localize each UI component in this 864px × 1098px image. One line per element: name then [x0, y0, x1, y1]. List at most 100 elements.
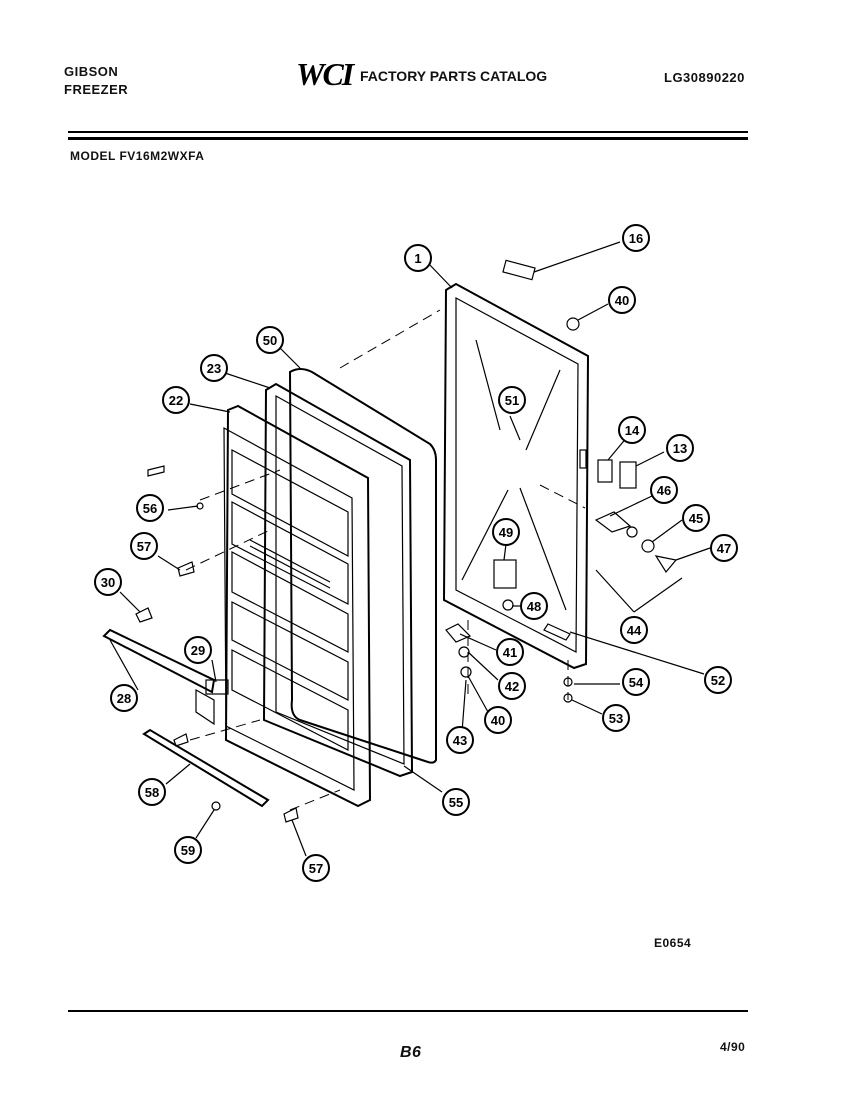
- catalog-number: LG30890220: [664, 70, 745, 85]
- callout-29: 29: [184, 636, 212, 664]
- callout-circle: [200, 354, 228, 382]
- callout-28: 28: [110, 684, 138, 712]
- callout-41: 41: [496, 638, 524, 666]
- callout-label: 40: [491, 713, 505, 728]
- header-rule-top: [68, 131, 748, 133]
- callout-circle: [620, 616, 648, 644]
- callout-circle: [492, 518, 520, 546]
- callout-label: 40: [615, 293, 629, 308]
- callout-49: 49: [492, 518, 520, 546]
- door-inner-panel: [223, 404, 372, 808]
- callout-13: 13: [666, 434, 694, 462]
- callout-circle: [446, 726, 474, 754]
- leader-lines: [109, 241, 711, 857]
- callout-14: 14: [618, 416, 646, 444]
- header-rule-bottom: [68, 137, 748, 140]
- callout-circle: [110, 684, 138, 712]
- callout-circle: [442, 788, 470, 816]
- callout-58: 58: [138, 778, 166, 806]
- callout-circle: [608, 286, 636, 314]
- callout-circle: [602, 704, 630, 732]
- callout-circle: [520, 592, 548, 620]
- callout-label: 50: [263, 333, 277, 348]
- assembly-lines: [185, 309, 586, 811]
- callout-circle: [94, 568, 122, 596]
- callout-circle: [498, 386, 526, 414]
- callout-circle: [622, 224, 650, 252]
- callout-23: 23: [200, 354, 228, 382]
- callout-label: 16: [629, 231, 643, 246]
- callout-circle: [256, 326, 284, 354]
- callout-16: 16: [622, 224, 650, 252]
- callout-circle: [302, 854, 330, 882]
- model-number: MODEL FV16M2WXFA: [70, 149, 205, 163]
- callout-54: 54: [622, 668, 650, 696]
- brand-name: GIBSON: [64, 64, 119, 79]
- callout-48: 48: [520, 592, 548, 620]
- callout-circle: [618, 416, 646, 444]
- callout-1: 1: [404, 244, 432, 272]
- callout-label: 55: [449, 795, 463, 810]
- callout-circle: [138, 778, 166, 806]
- callout-label: 29: [191, 643, 205, 658]
- callout-label: 53: [609, 711, 623, 726]
- callout-44: 44: [620, 616, 648, 644]
- callout-circle: [682, 504, 710, 532]
- callout-40: 40: [484, 706, 512, 734]
- callout-51: 51: [498, 386, 526, 414]
- door-liner: [288, 368, 437, 764]
- callout-40: 40: [608, 286, 636, 314]
- callout-label: 14: [625, 423, 640, 438]
- callout-circle: [710, 534, 738, 562]
- callout-circle: [498, 672, 526, 700]
- callout-circle: [174, 836, 202, 864]
- callout-55: 55: [442, 788, 470, 816]
- callout-50: 50: [256, 326, 284, 354]
- callout-label: 57: [137, 539, 151, 554]
- callout-label: 57: [309, 861, 323, 876]
- callout-circle: [650, 476, 678, 504]
- callout-47: 47: [710, 534, 738, 562]
- callout-label: 58: [145, 785, 159, 800]
- callout-circle: [162, 386, 190, 414]
- hardware-parts: [102, 259, 678, 823]
- product-type: FREEZER: [64, 82, 129, 97]
- callout-52: 52: [704, 666, 732, 694]
- callout-43: 43: [446, 726, 474, 754]
- callout-circle: [622, 668, 650, 696]
- callout-circle: [484, 706, 512, 734]
- door-gasket: [262, 382, 414, 778]
- catalog-title: FACTORY PARTS CATALOG: [360, 68, 548, 84]
- page-number: B6: [400, 1044, 422, 1061]
- callout-label: 49: [499, 525, 513, 540]
- callout-57: 57: [302, 854, 330, 882]
- callout-label: 41: [503, 645, 517, 660]
- callout-45: 45: [682, 504, 710, 532]
- callout-label: 43: [453, 733, 467, 748]
- callout-label: 44: [627, 623, 642, 638]
- callout-57: 57: [130, 532, 158, 560]
- callout-22: 22: [162, 386, 190, 414]
- callout-label: 56: [143, 501, 157, 516]
- callout-label: 51: [505, 393, 519, 408]
- callout-53: 53: [602, 704, 630, 732]
- callout-label: 28: [117, 691, 131, 706]
- callout-59: 59: [174, 836, 202, 864]
- callout-label: 23: [207, 361, 221, 376]
- callout-label: 1: [414, 251, 421, 266]
- callout-30: 30: [94, 568, 122, 596]
- callout-label: 52: [711, 673, 725, 688]
- callout-label: 30: [101, 575, 115, 590]
- callout-label: 54: [629, 675, 644, 690]
- door-outer-panel: [442, 282, 590, 670]
- callout-42: 42: [498, 672, 526, 700]
- callout-circle: [136, 494, 164, 522]
- callout-circle: [404, 244, 432, 272]
- callout-circle: [496, 638, 524, 666]
- callout-label: 13: [673, 441, 687, 456]
- callout-46: 46: [650, 476, 678, 504]
- callout-circle: [184, 636, 212, 664]
- callout-label: 46: [657, 483, 671, 498]
